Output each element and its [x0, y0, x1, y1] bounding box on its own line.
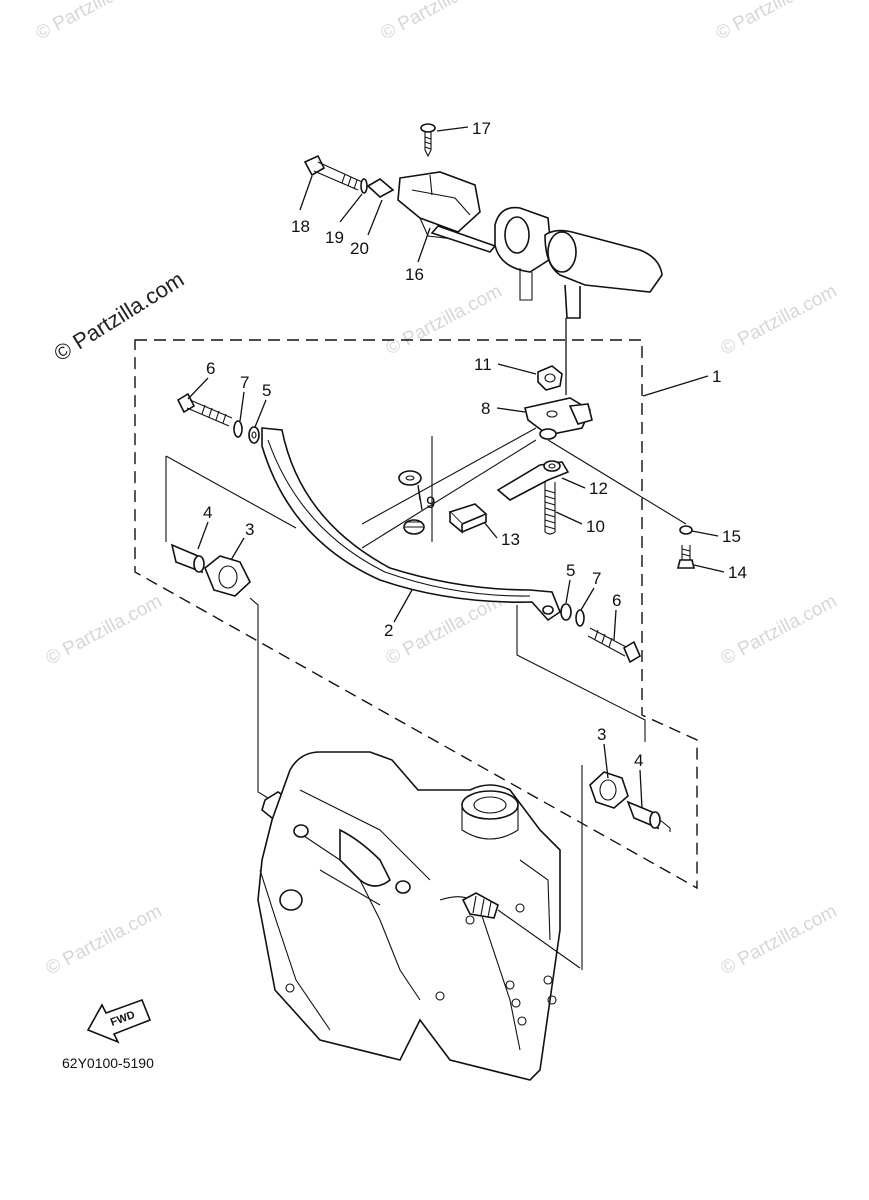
watermark-text: © Partzilla.com [377, 0, 500, 44]
callout-10: 10 [586, 517, 605, 536]
bolt-18 [303, 154, 363, 191]
leader-5a [254, 399, 267, 428]
leader-2 [393, 589, 413, 623]
callout-labels: 17 18 19 20 16 11 8 1 6 7 5 9 12 10 13 1… [203, 119, 747, 770]
leader-11 [497, 363, 537, 375]
leader-12 [561, 477, 586, 489]
steering-link-rod-2 [261, 427, 561, 622]
watermark-main-text: © Partzilla.com [49, 266, 188, 366]
washer-7-left [233, 420, 243, 438]
watermark-text: © Partzilla.com [382, 281, 505, 360]
watermark-text: © Partzilla.com [717, 591, 840, 670]
leader-6b [613, 609, 617, 641]
watermark-text: © Partzilla.com [717, 901, 840, 980]
watermark-text: © Partzilla.com [42, 901, 165, 980]
callout-17: 17 [472, 119, 491, 138]
screw-17 [420, 123, 436, 158]
washer-15 [679, 525, 693, 535]
callout-6b: 6 [612, 591, 621, 610]
bolt-6-right [587, 627, 642, 664]
callout-6a: 6 [206, 359, 215, 378]
leader-3a [230, 537, 245, 561]
leader-14 [693, 564, 725, 573]
watermark-text: © Partzilla.com [32, 0, 155, 44]
callout-7a: 7 [240, 373, 249, 392]
watermark-text: © Partzilla.com [717, 281, 840, 360]
bushing-4-right [626, 800, 661, 830]
callout-13: 13 [501, 530, 520, 549]
leader-7b [580, 587, 595, 611]
leader-6a [187, 377, 209, 400]
bracket-assembly-16 [397, 171, 497, 253]
leader-3b [603, 743, 609, 779]
callout-5b: 5 [566, 561, 575, 580]
collar-20 [366, 178, 395, 198]
screw-14 [676, 545, 696, 569]
callout-3a: 3 [245, 520, 254, 539]
leader-16 [417, 227, 431, 263]
leader-4a [197, 521, 209, 550]
washer-5-right [560, 603, 572, 621]
nut-3-left [204, 555, 251, 597]
guide-lines-upper [165, 427, 687, 549]
callout-16: 16 [405, 265, 424, 284]
plate-8 [524, 397, 593, 436]
steering-shaft-top [494, 206, 663, 319]
watermark-text: © Partzilla.com [712, 0, 835, 44]
callout-4a: 4 [203, 503, 212, 522]
nut-3-right [589, 771, 629, 809]
leader-10 [555, 511, 583, 525]
callout-12: 12 [589, 479, 608, 498]
washer-under-plate [539, 428, 557, 440]
leader-18 [299, 175, 313, 211]
nut-11 [537, 365, 563, 391]
leader-7a [239, 391, 245, 422]
callout-14: 14 [728, 563, 747, 582]
bolt-6-left [176, 392, 233, 427]
assembly-boundary [134, 339, 698, 890]
callout-4b: 4 [634, 751, 643, 770]
bushing-4-left [170, 543, 205, 574]
leader-17 [436, 126, 469, 132]
callout-15: 15 [722, 527, 741, 546]
leader-15 [691, 530, 719, 537]
callout-9: 9 [426, 493, 435, 512]
watermark-text: © Partzilla.com [382, 591, 505, 670]
washer-7-right [575, 609, 585, 627]
callout-7b: 7 [592, 569, 601, 588]
callout-19: 19 [325, 228, 344, 247]
grommet-9 [398, 470, 425, 535]
guide-lines-right [497, 765, 671, 970]
callout-11: 11 [474, 355, 492, 374]
leader-9 [417, 484, 423, 511]
washer-5-left [248, 426, 260, 444]
callout-3b: 3 [597, 725, 606, 744]
leader-4b [639, 769, 643, 809]
guide-lines-lower [249, 597, 646, 799]
callout-18: 18 [291, 217, 310, 236]
damper-13 [448, 503, 488, 534]
stud-10 [544, 482, 556, 535]
callout-5a: 5 [262, 381, 271, 400]
callout-8: 8 [481, 399, 490, 418]
watermark-text: © Partzilla.com [42, 591, 165, 670]
swivel-bracket-illustration [257, 751, 561, 1081]
leader-8 [496, 407, 526, 413]
callout-1: 1 [712, 367, 721, 386]
arm-12 [496, 460, 570, 501]
washer-5-left-hole [251, 431, 257, 439]
callout-20: 20 [350, 239, 369, 258]
leader-13 [483, 521, 498, 539]
leader-19 [339, 193, 363, 223]
washer-19 [360, 178, 368, 194]
fwd-arrow-icon: FWD [86, 998, 152, 1044]
leader-5b [565, 579, 571, 604]
part-code: 62Y0100-5190 [62, 1055, 154, 1071]
leader-1 [642, 375, 709, 397]
callout-2: 2 [384, 621, 393, 640]
leader-20 [367, 199, 383, 236]
